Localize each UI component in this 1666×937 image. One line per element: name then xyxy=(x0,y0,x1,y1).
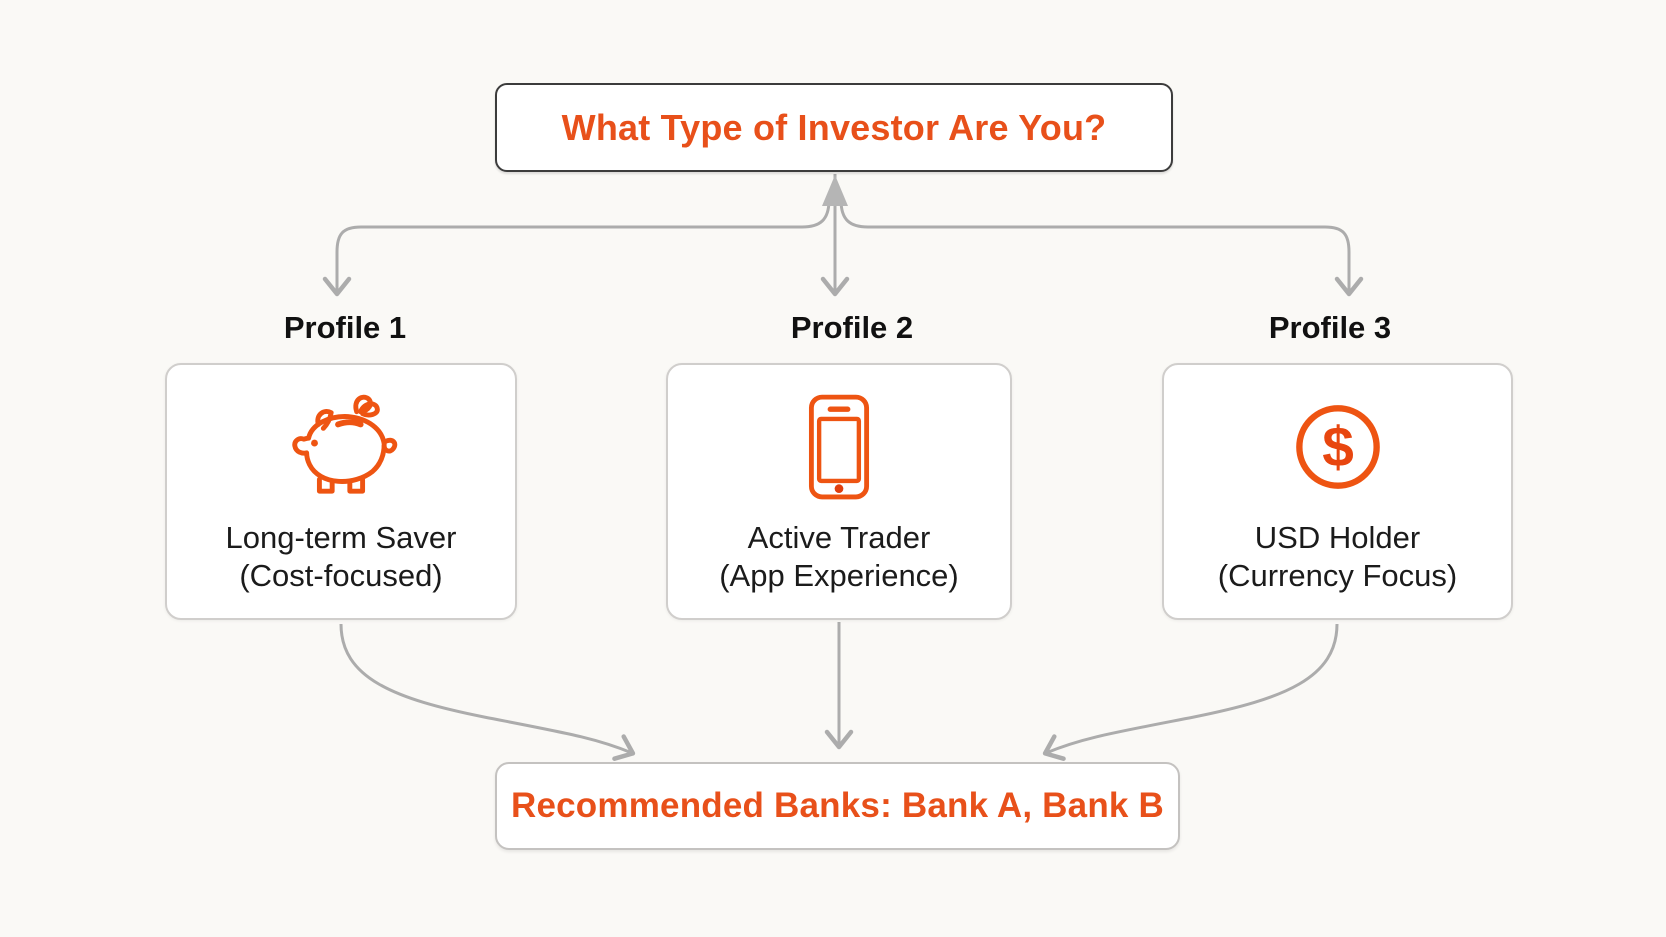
arrow-profile-3-to-result xyxy=(1042,623,1339,761)
profile-2-label: Profile 2 xyxy=(790,310,914,345)
piggy-bank-icon xyxy=(282,391,400,503)
profile-3-name: USD Holder xyxy=(1254,520,1421,555)
profile-1-qualifier: (Cost-focused) xyxy=(239,558,443,593)
profile-2-card: Active Trader (App Experience) xyxy=(666,363,1012,620)
dollar-coin-icon: $ xyxy=(1293,391,1383,503)
profile-2-qualifier: (App Experience) xyxy=(719,558,959,593)
profile-1-label: Profile 1 xyxy=(283,310,407,345)
result-text: Recommended Banks: Bank A, Bank B xyxy=(511,786,1164,825)
profile-1-name: Long-term Saver xyxy=(225,520,457,555)
profile-1-card: Long-term Saver (Cost-focused) xyxy=(165,363,517,620)
up-arrowhead xyxy=(822,175,848,206)
title-box: What Type of Investor Are You? xyxy=(495,83,1173,172)
arrow-title-to-profile-1 xyxy=(322,199,831,297)
profile-2-name: Active Trader xyxy=(747,520,931,555)
arrow-profile-1-to-result xyxy=(339,623,636,761)
result-box: Recommended Banks: Bank A, Bank B xyxy=(495,762,1180,850)
page-title: What Type of Investor Are You? xyxy=(561,106,1107,148)
arrow-title-to-profile-3 xyxy=(839,199,1364,297)
smartphone-icon xyxy=(808,391,870,503)
profile-3-label: Profile 3 xyxy=(1268,310,1392,345)
profile-3-qualifier: (Currency Focus) xyxy=(1217,558,1458,593)
profile-3-card: $ USD Holder (Currency Focus) xyxy=(1162,363,1513,620)
dollar-glyph: $ xyxy=(1322,417,1354,480)
